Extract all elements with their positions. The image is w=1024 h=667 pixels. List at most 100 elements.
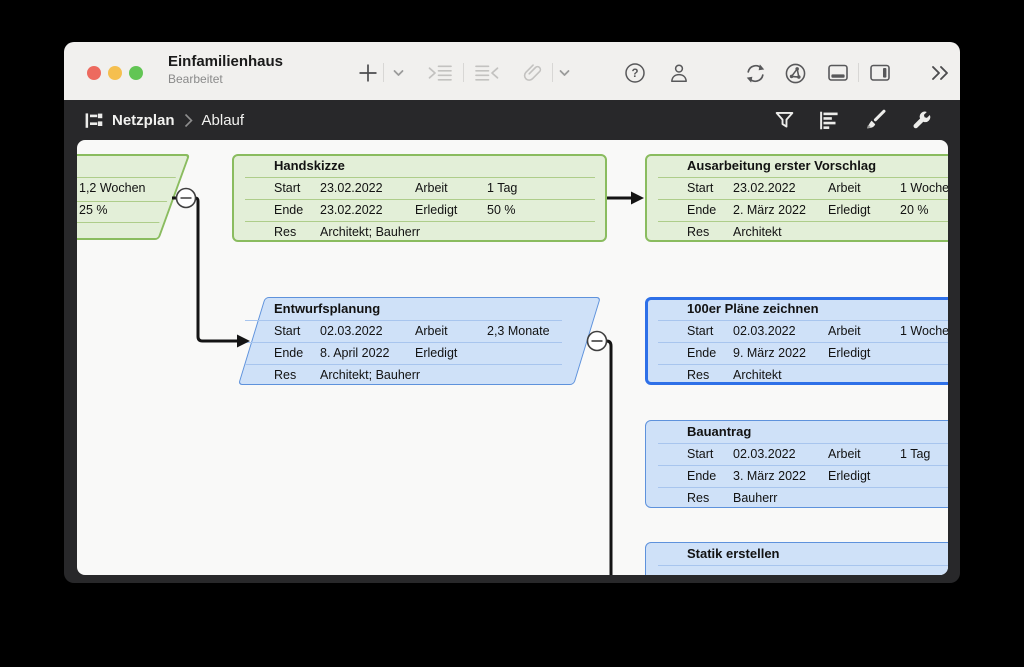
panel-right-toggle[interactable] — [866, 59, 894, 87]
field-value: 50 % — [487, 203, 607, 217]
field-value: 23.02.2022 — [733, 181, 828, 195]
field-value: Architekt; Bauherr — [320, 225, 415, 239]
document-title: Einfamilienhaus — [168, 53, 283, 72]
field-label: Start — [687, 181, 733, 195]
field-value: 1 Tag — [900, 447, 948, 461]
field-value: 02.03.2022 — [733, 324, 828, 338]
field-label: Arbeit — [828, 181, 900, 195]
task-node-ausarbeitung[interactable]: Ausarbeitung erster Vorschlag Start23.02… — [645, 154, 948, 242]
toolbar-separator — [858, 63, 859, 82]
field-value: 25 % — [79, 203, 108, 217]
panel-bottom-toggle[interactable] — [824, 59, 852, 87]
node-title: 100er Pläne zeichnen — [687, 301, 819, 316]
indent-button[interactable] — [426, 59, 454, 87]
field-label: Erledigt — [415, 346, 487, 360]
share-network-button[interactable] — [781, 59, 809, 87]
field-label: Arbeit — [828, 324, 900, 338]
style-button[interactable] — [861, 106, 889, 134]
node-title: Statik erstellen — [687, 546, 780, 561]
svg-text:?: ? — [631, 68, 638, 80]
task-node-handskizze[interactable]: Handskizze Start23.02.2022Arbeit1 Tag En… — [232, 154, 607, 242]
field-value: 2. März 2022 — [733, 203, 828, 217]
field-label: Erledigt — [828, 203, 900, 217]
node-title: Handskizze — [274, 158, 345, 173]
field-label: Res — [274, 225, 320, 239]
breadcrumb-page-name[interactable]: Ablauf — [202, 112, 245, 129]
wrench-icon — [909, 108, 933, 132]
more-toolbar-items-button[interactable] — [926, 59, 954, 87]
outline-button[interactable] — [814, 106, 842, 134]
title-bar: Einfamilienhaus Bearbeitet ? — [64, 42, 960, 100]
attach-button[interactable] — [519, 59, 547, 87]
outline-bars-icon — [817, 109, 840, 132]
task-node-entwurfsplanung[interactable]: Entwurfsplanung Start02.03.2022Arbeit2,3… — [238, 297, 574, 385]
field-label: Res — [687, 225, 733, 239]
panel-bottom-icon — [825, 61, 851, 85]
task-node-previous-clipped[interactable]: 1,2 Wochen 25 % — [77, 154, 159, 240]
field-label: Res — [687, 368, 733, 382]
field-value: 1 Woche — [900, 181, 948, 195]
filter-button[interactable] — [770, 106, 798, 134]
paint-brush-icon — [863, 108, 887, 132]
indent-icon — [427, 62, 453, 84]
user-button[interactable] — [665, 59, 693, 87]
field-value: Bauherr — [733, 491, 828, 505]
zoom-button[interactable] — [129, 66, 143, 80]
collapse-button[interactable] — [177, 189, 196, 208]
node-shape — [77, 154, 190, 240]
network-globe-icon — [783, 61, 808, 86]
field-label: Arbeit — [415, 181, 487, 195]
sync-button[interactable] — [741, 59, 769, 87]
help-button[interactable]: ? — [621, 59, 649, 87]
close-button[interactable] — [87, 66, 101, 80]
field-value: 9. März 2022 — [733, 346, 828, 360]
field-label: Ende — [274, 203, 320, 217]
app-window: Einfamilienhaus Bearbeitet ? — [64, 42, 960, 583]
settings-button[interactable] — [907, 106, 935, 134]
field-value: 02.03.2022 — [320, 324, 415, 338]
minimize-button[interactable] — [108, 66, 122, 80]
field-label: Start — [687, 324, 733, 338]
collapse-button[interactable] — [588, 332, 607, 351]
field-value: 1 Tag — [487, 181, 607, 195]
double-chevron-right-icon — [928, 61, 952, 85]
field-value: Architekt — [733, 368, 828, 382]
task-node-100er-plaene[interactable]: 100er Pläne zeichnen Start02.03.2022Arbe… — [645, 297, 948, 385]
field-label: Erledigt — [828, 469, 900, 483]
field-value: 8. April 2022 — [320, 346, 415, 360]
chevron-right-icon — [183, 113, 194, 128]
field-label: Start — [274, 324, 320, 338]
sync-icon — [743, 61, 768, 86]
network-plan-canvas[interactable]: 1,2 Wochen 25 % Handskizze Start23.02.20… — [77, 140, 948, 575]
field-value: 2,3 Monate — [487, 324, 574, 338]
field-label: Arbeit — [415, 324, 487, 338]
field-value: 20 % — [900, 203, 948, 217]
field-label: Start — [687, 447, 733, 461]
field-label: Ende — [687, 469, 733, 483]
panel-right-icon — [867, 61, 893, 85]
task-node-bauantrag[interactable]: Bauantrag Start02.03.2022Arbeit1 Tag End… — [645, 420, 948, 508]
task-node-statik[interactable]: Statik erstellen — [645, 542, 948, 575]
person-icon — [667, 61, 691, 85]
field-label: Res — [274, 368, 320, 382]
field-value: Architekt — [733, 225, 828, 239]
add-options-button[interactable] — [384, 59, 412, 87]
field-label: Ende — [687, 203, 733, 217]
field-label: Erledigt — [828, 346, 900, 360]
document-status: Bearbeitet — [168, 72, 283, 87]
field-label: Res — [687, 491, 733, 505]
view-bar: Netzplan Ablauf — [64, 100, 960, 140]
node-title: Bauantrag — [687, 424, 751, 439]
breadcrumb-view-name[interactable]: Netzplan — [112, 112, 175, 129]
outdent-button[interactable] — [473, 59, 501, 87]
field-value: 02.03.2022 — [733, 447, 828, 461]
field-value: 23.02.2022 — [320, 181, 415, 195]
field-value: Architekt; Bauherr — [320, 368, 415, 382]
field-label: Ende — [687, 346, 733, 360]
field-label: Start — [274, 181, 320, 195]
add-button[interactable] — [354, 59, 382, 87]
node-title: Entwurfsplanung — [274, 301, 380, 316]
attach-options-button[interactable] — [550, 59, 578, 87]
node-title: Ausarbeitung erster Vorschlag — [687, 158, 876, 173]
chevron-down-icon — [558, 67, 571, 79]
